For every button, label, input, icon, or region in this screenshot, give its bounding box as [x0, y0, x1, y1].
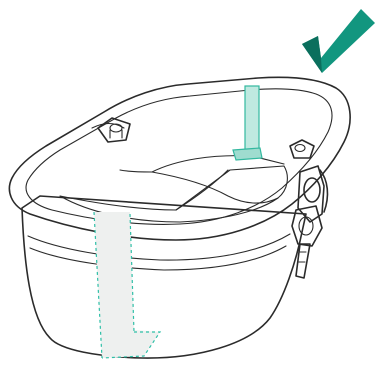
carrycot-body [22, 196, 306, 358]
hood-connector-left [98, 118, 130, 142]
hood-connector-right [290, 140, 314, 158]
checkmark-icon [302, 9, 375, 73]
side-adapter [292, 166, 327, 278]
strap-back [233, 86, 262, 160]
strap-front-dashed [94, 212, 160, 358]
